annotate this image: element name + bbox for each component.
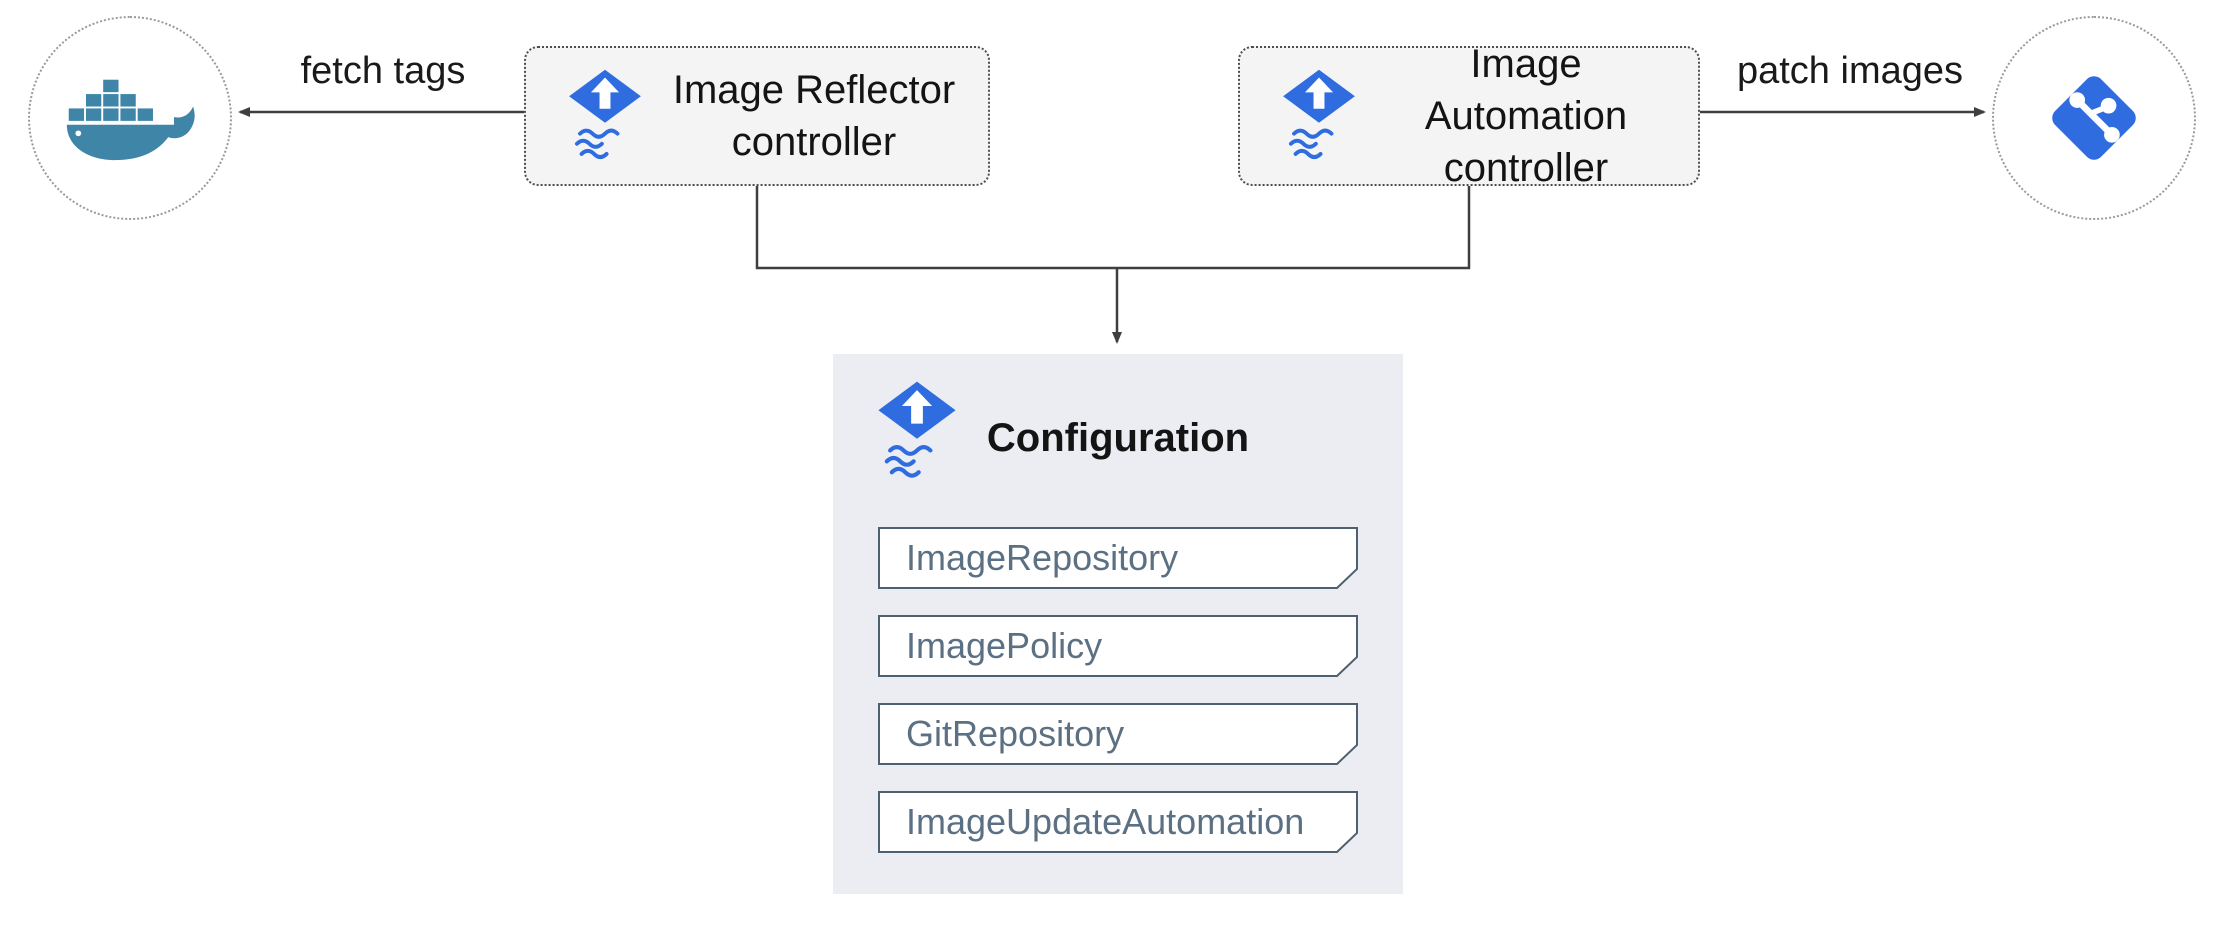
controller-label-line2: controller	[731, 120, 897, 164]
flux-icon	[567, 67, 643, 159]
controller-label: Image Automation controller	[1384, 38, 1668, 194]
container-registry-node	[28, 16, 232, 220]
config-item-label: ImageRepository	[906, 537, 1178, 578]
image-automation-controller-node: Image Automation controller	[1238, 42, 1700, 190]
controller-label-line2: controller	[1443, 146, 1609, 190]
patch-images-label: patch images	[1736, 50, 1963, 92]
controller-label-line1: Image Automation	[1424, 42, 1628, 138]
fetch-tags-label: fetch tags	[300, 50, 466, 92]
config-item-git-repository: GitRepository	[878, 703, 1358, 765]
config-item-image-update-automation: ImageUpdateAutomation	[878, 791, 1358, 853]
config-item-label: ImagePolicy	[906, 625, 1102, 666]
config-item-label: ImageUpdateAutomation	[906, 801, 1304, 842]
image-reflector-controller-node: Image Reflector controller	[524, 46, 990, 186]
controller-label-line1: Image Reflector	[672, 68, 956, 112]
configuration-title: Configuration	[986, 416, 1250, 460]
config-item-image-repository: ImageRepository	[878, 527, 1358, 589]
git-icon	[2038, 62, 2150, 174]
configuration-panel: Configuration ImageRepository ImagePolic…	[833, 354, 1403, 894]
git-repository-node	[1992, 16, 2196, 220]
config-item-label: GitRepository	[906, 713, 1124, 754]
docker-whale-icon	[66, 79, 195, 161]
config-item-image-policy: ImagePolicy	[878, 615, 1358, 677]
flux-icon	[1281, 67, 1357, 159]
controller-label: Image Reflector controller	[670, 64, 958, 168]
